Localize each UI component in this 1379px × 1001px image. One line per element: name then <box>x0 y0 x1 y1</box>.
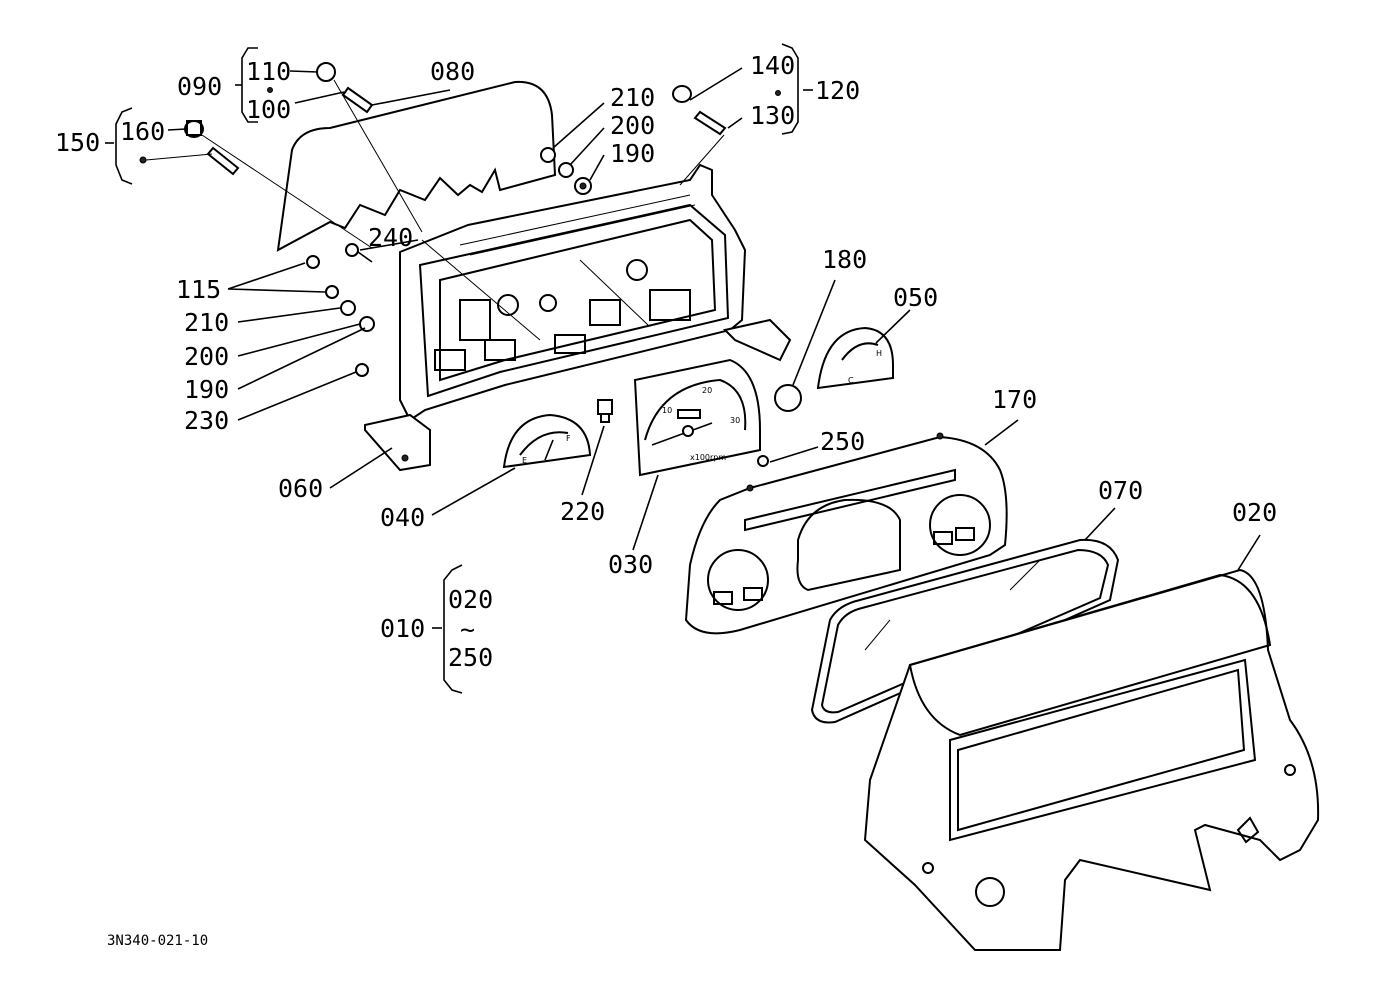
label-150: 150 <box>55 128 100 157</box>
label-115: 115 <box>176 275 221 304</box>
part-140-lamp-socket <box>672 85 692 103</box>
label-020-group: 020 <box>448 585 493 614</box>
label-060: 060 <box>278 474 323 503</box>
label-190-side: 190 <box>184 375 229 404</box>
part-180-round-lens <box>774 384 802 412</box>
bracket-150 <box>115 107 133 185</box>
part-200-washer-top <box>558 162 574 178</box>
callout-labels: 090 110 100 160 150 080 210 200 190 140 … <box>55 51 1277 949</box>
part-190-washer-top <box>574 177 592 195</box>
part-250-screw <box>757 455 769 467</box>
tach-30-mark: 30 <box>730 416 740 425</box>
drawing-code: 3N340-021-10 <box>107 933 208 949</box>
label-170: 170 <box>992 385 1037 414</box>
label-180: 180 <box>822 245 867 274</box>
part-070-glass-lens <box>810 538 1120 724</box>
part-080-cover-sheet <box>276 80 557 252</box>
label-080: 080 <box>430 57 475 86</box>
part-115-bolt-a <box>306 255 320 269</box>
part-115-bolt-b <box>325 285 339 299</box>
label-050: 050 <box>893 283 938 312</box>
leader-lines <box>105 67 1261 629</box>
part-110-lamp-socket <box>316 62 336 82</box>
label-220: 220 <box>560 497 605 526</box>
label-200-top: 200 <box>610 111 655 140</box>
label-130: 130 <box>750 101 795 130</box>
part-230-screw <box>355 363 369 377</box>
label-tilde: ~ <box>460 615 475 644</box>
label-070: 070 <box>1098 476 1143 505</box>
bracket-010 <box>443 564 463 694</box>
label-030: 030 <box>608 550 653 579</box>
part-030-tachometer: 10 20 30 x100rpm <box>633 358 761 477</box>
part-100-bulb <box>341 86 374 114</box>
label-040: 040 <box>380 503 425 532</box>
label-160: 160 <box>120 117 165 146</box>
label-090: 090 <box>177 72 222 101</box>
tach-20-mark: 20 <box>702 386 712 395</box>
bracket-090 <box>241 47 273 123</box>
part-160-lamp-socket <box>184 120 204 138</box>
part-050-temp-gauge: C H <box>816 326 894 390</box>
label-240: 240 <box>368 223 413 252</box>
label-140: 140 <box>750 51 795 80</box>
label-250-group: 250 <box>448 643 493 672</box>
label-190-top: 190 <box>610 139 655 168</box>
part-060-frame <box>364 163 792 472</box>
temp-c-mark: C <box>848 376 854 385</box>
label-100: 100 <box>246 95 291 124</box>
bracket-120 <box>775 43 799 135</box>
fuel-e-mark: E <box>522 456 527 465</box>
part-130-bulb <box>693 110 727 136</box>
label-110: 110 <box>246 57 291 86</box>
part-020-housing <box>863 568 1320 951</box>
label-210-side: 210 <box>184 308 229 337</box>
part-170-face-panel <box>684 432 1008 635</box>
label-230: 230 <box>184 406 229 435</box>
label-020-right: 020 <box>1232 498 1277 527</box>
part-040-fuel-gauge: E F <box>502 413 592 469</box>
label-250-right: 250 <box>820 427 865 456</box>
tach-rpm-mark: x100rpm <box>690 453 726 462</box>
label-210-top: 210 <box>610 83 655 112</box>
label-010: 010 <box>380 614 425 643</box>
fuel-f-mark: F <box>566 434 571 443</box>
part-210-nut-side <box>340 300 356 316</box>
part-210-nut-top <box>540 147 556 163</box>
part-240-screw <box>345 243 373 263</box>
part-220-screw <box>597 399 613 423</box>
label-200-side: 200 <box>184 342 229 371</box>
temp-h-mark: H <box>876 349 882 358</box>
part-150-bulb <box>139 146 240 176</box>
tach-10-mark: 10 <box>662 406 672 415</box>
label-120: 120 <box>815 76 860 105</box>
